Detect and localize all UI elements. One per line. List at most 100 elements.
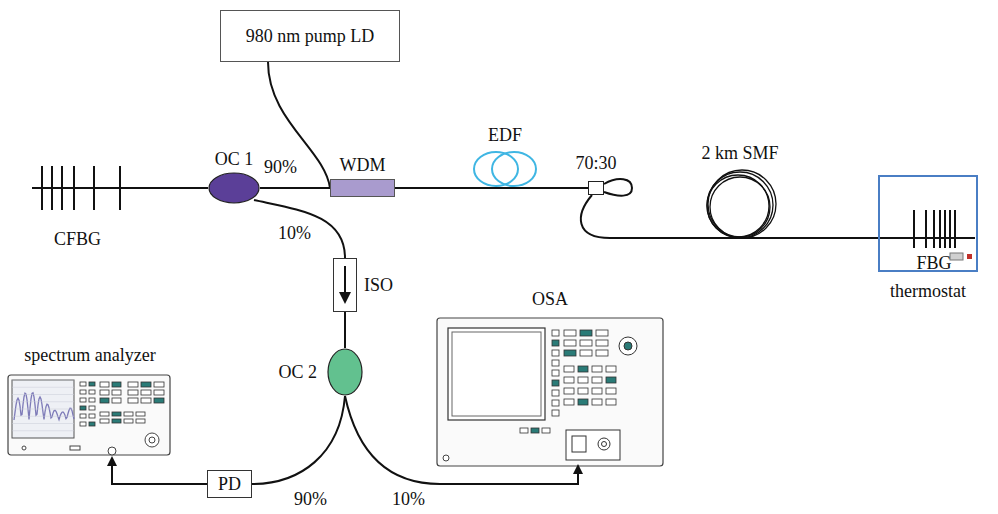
optical-fiber <box>112 458 207 484</box>
button <box>606 388 616 394</box>
fbg-grating <box>933 210 935 248</box>
button <box>80 414 86 418</box>
drawing-part <box>12 387 74 388</box>
button <box>564 399 574 405</box>
button <box>80 406 86 410</box>
osa-drawing <box>619 337 637 355</box>
component-label: OC 2 <box>278 363 317 381</box>
button <box>606 366 616 372</box>
button <box>136 419 145 423</box>
osa-drawing <box>598 438 610 450</box>
cfbg-grating <box>32 166 125 210</box>
button <box>542 428 550 433</box>
button <box>552 350 559 356</box>
button <box>100 382 109 387</box>
osa-drawing <box>443 455 449 461</box>
coupler-loop <box>604 179 632 196</box>
drawing-part <box>12 416 74 417</box>
osa-drawing <box>452 332 541 416</box>
fbg-grating <box>954 210 956 248</box>
optical-fiber <box>581 195 705 238</box>
button <box>592 366 602 372</box>
button <box>100 419 109 423</box>
isolator-arrow <box>344 266 346 296</box>
coupler-ellipse: OC 1 <box>208 172 260 204</box>
button <box>578 377 588 383</box>
button <box>552 360 559 366</box>
component-label: FBG <box>916 254 951 272</box>
fbg-grating <box>906 210 975 260</box>
osa-drawing <box>437 318 663 466</box>
fbg-grating <box>949 210 951 248</box>
button <box>154 382 164 387</box>
button <box>89 398 95 402</box>
fbg-grating <box>944 210 946 248</box>
button <box>141 382 151 387</box>
laser-diode-box: 980 nm pump LD <box>220 10 400 62</box>
spectrum-analyzer-drawing <box>70 446 80 450</box>
button <box>552 330 559 336</box>
ellipse-shape <box>328 349 362 395</box>
button <box>154 398 164 403</box>
spectrum-analyzer-drawing <box>14 393 74 420</box>
button <box>564 340 576 346</box>
fiber-coil: EDF <box>472 148 538 190</box>
button <box>564 377 574 383</box>
edf-coil <box>472 152 538 188</box>
smf-coil <box>708 170 776 238</box>
button <box>89 382 95 386</box>
button <box>578 388 588 394</box>
optical-fiber <box>345 396 578 484</box>
button <box>606 399 616 405</box>
osa-drawing <box>602 442 607 447</box>
button <box>552 390 559 396</box>
optical-fiber <box>538 187 588 189</box>
cfbg-grating <box>41 166 43 210</box>
drawing-part <box>12 380 74 381</box>
component-label: EDF <box>488 126 522 144</box>
button <box>80 382 86 386</box>
button <box>80 398 86 402</box>
button <box>112 382 121 387</box>
drawing-part <box>12 409 74 410</box>
optical-fiber <box>395 187 472 189</box>
photodetector-box: PD <box>207 470 252 498</box>
button <box>580 330 592 336</box>
chirped-grating: CFBG <box>30 162 125 248</box>
split-ratio: 90% <box>262 158 299 176</box>
spectrum-analyzer-drawing <box>12 380 74 438</box>
button <box>592 399 602 405</box>
osa-drawing <box>448 328 545 420</box>
osa-drawing <box>624 342 632 350</box>
smf-coil <box>710 177 770 237</box>
button <box>552 380 559 386</box>
component-label: ISO <box>364 276 393 294</box>
button <box>552 370 559 376</box>
optical-fiber <box>252 396 345 484</box>
button <box>580 340 592 346</box>
button <box>128 390 138 395</box>
button <box>80 390 86 394</box>
button <box>89 414 95 418</box>
button <box>564 350 576 356</box>
drawing-part <box>12 394 74 395</box>
optical-fiber <box>254 200 345 258</box>
isolator-box: ISO <box>333 258 357 312</box>
button <box>136 412 145 416</box>
split-ratio: 10% <box>390 490 427 508</box>
button <box>596 330 608 336</box>
optical-fiber <box>260 187 330 189</box>
button <box>124 419 133 423</box>
button <box>112 419 121 423</box>
coupler-loop <box>604 179 632 196</box>
cfbg-grating <box>32 187 125 189</box>
button <box>100 390 109 395</box>
spectrum-analyzer-drawing <box>108 447 116 455</box>
wdm-box: WDM <box>330 179 395 197</box>
button <box>564 330 576 336</box>
optical-fiber <box>125 187 208 189</box>
spectrum-analyzer-drawing <box>8 375 170 455</box>
spectrum-analyzer-drawing <box>8 375 170 455</box>
